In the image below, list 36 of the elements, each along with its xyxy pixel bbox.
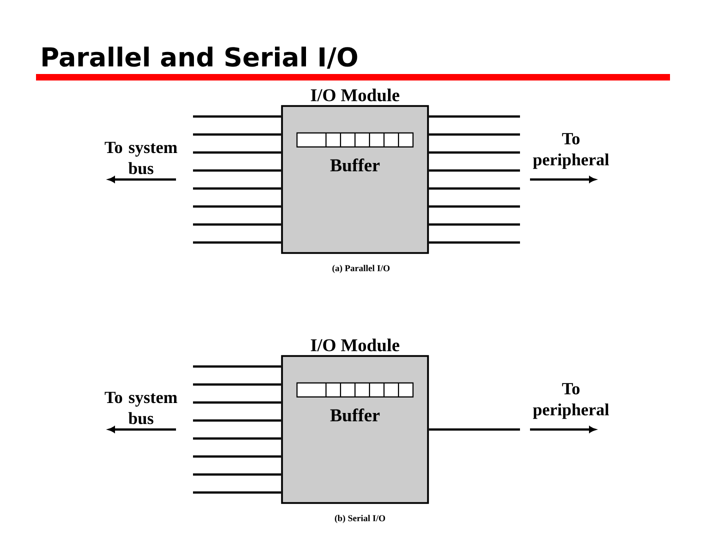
signal-line	[193, 401, 282, 404]
signal-line	[193, 205, 282, 208]
signal-line	[193, 151, 282, 154]
signal-line	[428, 187, 520, 190]
signal-line	[193, 115, 282, 118]
signal-line	[193, 419, 282, 422]
signal-line	[193, 491, 282, 494]
signal-line	[193, 223, 282, 226]
signal-line	[193, 383, 282, 386]
signal-line	[193, 187, 282, 190]
module-heading: I/O Module	[310, 88, 400, 102]
figure-caption: (b) Serial I/O	[334, 514, 386, 524]
signal-line	[193, 169, 282, 172]
signal-line	[193, 133, 282, 136]
direction-label: To peripheral	[532, 133, 609, 169]
module-heading: I/O Module	[310, 338, 400, 352]
direction-label: To system bus	[104, 142, 178, 174]
signal-line	[193, 437, 282, 440]
signal-line	[428, 133, 520, 136]
signal-line	[193, 473, 282, 476]
slide-title: Parallel and Serial I/O	[42, 46, 358, 69]
signal-line	[428, 241, 520, 244]
signal-line	[428, 115, 520, 118]
buffer-label: Buffer	[330, 408, 380, 422]
signal-line	[428, 205, 520, 208]
direction-label: To peripheral	[532, 383, 609, 419]
signal-line	[428, 428, 520, 431]
signal-line	[428, 151, 520, 154]
figure-caption: (a) Parallel I/O	[332, 264, 390, 274]
signal-line	[193, 241, 282, 244]
buffer-label: Buffer	[330, 158, 380, 172]
direction-label: To system bus	[104, 392, 178, 424]
signal-line	[193, 455, 282, 458]
signal-line	[193, 365, 282, 368]
signal-line	[428, 169, 520, 172]
signal-line	[428, 223, 520, 226]
